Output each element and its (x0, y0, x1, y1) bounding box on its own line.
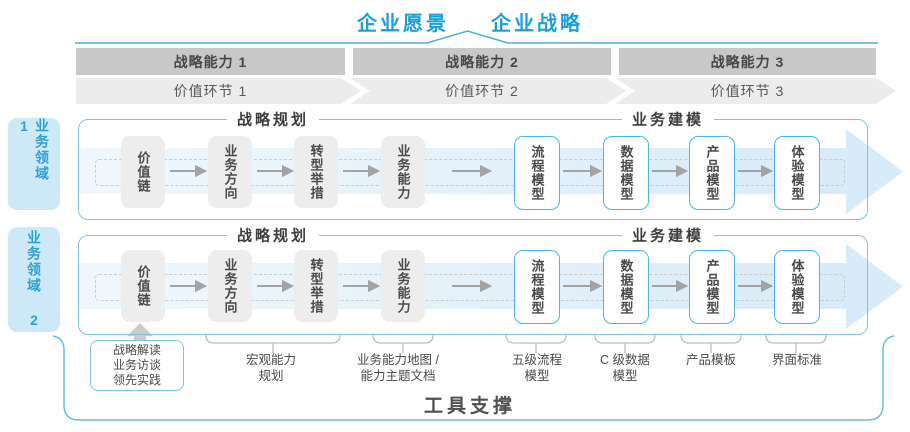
tool-support-label: 工具支撑 (423, 396, 517, 417)
value-chain-label-3: 价值环节 3 (710, 83, 785, 99)
node-value-chain-1: 价值链 (121, 136, 165, 208)
value-chain-label-2: 价值环节 2 (445, 83, 519, 99)
node-experience-model-1: 体验模型 (774, 136, 820, 210)
callout-brackets (205, 334, 827, 353)
capability-bar-2: 战略能力 2 (353, 48, 611, 75)
page-title: 企业愿景 企业战略 (270, 7, 670, 36)
node-value-chain-2: 价值链 (121, 250, 165, 322)
title-vision: 企业愿景 (357, 13, 449, 35)
node-business-capability-1: 业务能力 (381, 136, 425, 208)
panel-domain-2 (78, 235, 868, 335)
node-data-model-1: 数据模型 (603, 136, 649, 210)
capability-bar-1: 战略能力 1 (76, 48, 345, 75)
header-modeling-2: 业务建模 (621, 224, 715, 246)
value-chain-label-1: 价值环节 1 (173, 83, 248, 99)
node-transformation-2: 转型举措 (294, 250, 338, 322)
panel-domain-1 (78, 119, 868, 220)
node-product-model-2: 产品模型 (689, 250, 735, 324)
node-process-model-2: 流程模型 (514, 250, 560, 324)
node-business-direction-2: 业务方向 (208, 250, 252, 322)
node-product-model-1: 产品模型 (689, 136, 735, 210)
annotation-macro-capability: 宏观能力 规划 (245, 353, 297, 383)
title-strategy: 企业战略 (491, 13, 583, 35)
node-experience-model-2: 体验模型 (774, 250, 820, 324)
annotation-product-template: 产品模板 (685, 353, 737, 367)
tab-business-domain-1: 业务领域 1 (8, 118, 60, 210)
tab-business-domain-2: 业务领域 2 (8, 227, 60, 332)
header-planning-1: 战略规划 (226, 108, 320, 130)
capability-bar-3: 战略能力 3 (619, 48, 876, 75)
annotation-source-box: 战略解读 业务访谈 领先实践 (90, 340, 184, 391)
header-planning-2: 战略规划 (226, 224, 320, 246)
annotation-ui-standard: 界面标准 (771, 353, 823, 367)
node-data-model-2: 数据模型 (603, 250, 649, 324)
node-business-capability-2: 业务能力 (381, 250, 425, 322)
annotation-process-model: 五级流程 模型 (511, 353, 563, 383)
annotation-capability-map: 业务能力地图 / 能力主题文档 (357, 353, 439, 383)
annotation-data-model: C 级数据 模型 (599, 353, 651, 383)
node-business-direction-1: 业务方向 (208, 136, 252, 208)
node-transformation-1: 转型举措 (294, 136, 338, 208)
header-modeling-1: 业务建模 (621, 108, 715, 130)
node-process-model-1: 流程模型 (514, 136, 560, 210)
